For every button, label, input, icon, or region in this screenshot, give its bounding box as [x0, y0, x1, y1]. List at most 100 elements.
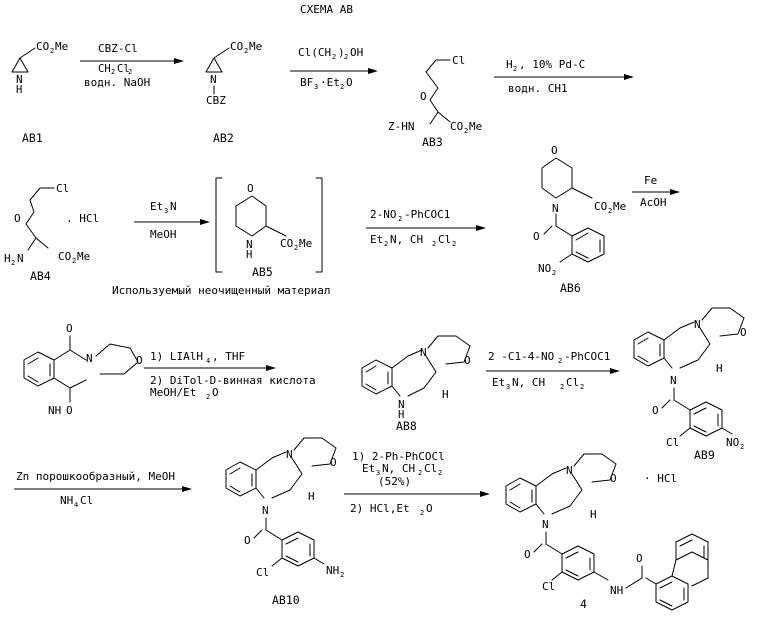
- arrow-5: 2-NO 2 -PhCOC1 Et 2 N, CH 2 Cl 2: [366, 208, 486, 248]
- svg-text:Z-HN: Z-HN: [388, 120, 415, 133]
- svg-text:O: O: [136, 354, 143, 367]
- svg-text:2: 2: [420, 509, 424, 517]
- svg-text:3: 3: [164, 207, 168, 215]
- label-ab2: AB2: [213, 131, 234, 145]
- structure-ab4: Cl O H 2 N CO 2 Me . HCl: [4, 182, 99, 267]
- svg-text:4: 4: [74, 501, 78, 509]
- svg-text:2: 2: [398, 215, 402, 223]
- svg-text:O: O: [346, 76, 353, 89]
- svg-text:1) LIAlH: 1) LIAlH: [150, 350, 203, 363]
- svg-text:Cl: Cl: [80, 494, 93, 507]
- svg-text:Cl: Cl: [452, 54, 465, 67]
- svg-text:2: 2: [552, 269, 556, 277]
- svg-text:Me: Me: [55, 40, 68, 53]
- svg-text:CO: CO: [230, 40, 243, 53]
- svg-text:Cl: Cl: [566, 376, 579, 389]
- svg-text:Cl: Cl: [424, 462, 437, 475]
- svg-text:(52%): (52%): [378, 475, 411, 488]
- svg-text:N, CH: N, CH: [390, 233, 423, 246]
- arrow-7: 1) LIAlH 4 , THF 2) DiTol-D-винная кисло…: [144, 350, 316, 401]
- svg-text:N: N: [552, 202, 559, 215]
- svg-text:H: H: [716, 362, 723, 375]
- svg-text:N: N: [210, 73, 217, 86]
- svg-text:CBZ: CBZ: [206, 94, 226, 107]
- arrow-4: Et 3 N MeOH: [134, 200, 210, 241]
- svg-text:OH: OH: [350, 46, 363, 59]
- label-ab1: AB1: [22, 131, 43, 145]
- svg-text:2: 2: [244, 47, 248, 55]
- svg-text:O: O: [66, 322, 73, 335]
- svg-text:N: N: [262, 504, 269, 517]
- svg-text:CO: CO: [58, 250, 71, 263]
- svg-text:H: H: [590, 508, 597, 521]
- svg-text:водн. NaOH: водн. NaOH: [84, 76, 150, 89]
- svg-text:O: O: [330, 456, 337, 469]
- svg-text:N: N: [420, 346, 427, 359]
- svg-text:CBZ-Cl: CBZ-Cl: [98, 42, 138, 55]
- arrow-2: Cl(CH 2 ) 2 OH BF 3 ·Et 2 O: [290, 46, 378, 91]
- svg-text:4: 4: [206, 357, 210, 365]
- svg-text:NO: NO: [726, 436, 739, 449]
- svg-text:2: 2: [418, 469, 422, 477]
- svg-text:Cl: Cl: [56, 182, 69, 195]
- label-ab10: AB10: [272, 593, 300, 607]
- svg-text:Me: Me: [299, 237, 312, 250]
- svg-text:O: O: [420, 90, 427, 103]
- svg-text:Et: Et: [370, 233, 383, 246]
- svg-text:2: 2: [452, 240, 456, 248]
- svg-text:N, CH: N, CH: [512, 376, 545, 389]
- svg-text:2: 2: [72, 257, 76, 265]
- svg-text:Et: Et: [492, 376, 505, 389]
- svg-text:O: O: [652, 404, 659, 417]
- svg-text:2) HCl,Et: 2) HCl,Et: [350, 502, 410, 515]
- svg-text:NH: NH: [610, 584, 623, 597]
- label-ab8: AB8: [396, 419, 417, 433]
- svg-text:Me: Me: [469, 120, 482, 133]
- label-ab5: AB5: [252, 265, 273, 279]
- svg-text:Me: Me: [249, 40, 262, 53]
- svg-text:O: O: [426, 502, 433, 515]
- svg-text:2: 2: [513, 65, 517, 73]
- svg-text:CH: CH: [98, 63, 111, 75]
- svg-text:O: O: [636, 552, 643, 565]
- svg-text:NH: NH: [60, 494, 73, 507]
- svg-text:NO: NO: [538, 262, 551, 275]
- svg-text:O: O: [740, 326, 747, 339]
- svg-text:· HCl: · HCl: [644, 472, 677, 485]
- arrow-6: Fe AcOH: [632, 174, 680, 209]
- svg-text:-PhCOC1: -PhCOC1: [564, 350, 610, 363]
- svg-text:Zn порошкообразный, MeOH: Zn порошкообразный, MeOH: [16, 470, 175, 483]
- structure-ab6: O N CO 2 Me O NO 2: [533, 144, 626, 277]
- arrow-9: Zn порошкообразный, MeOH NH 4 Cl: [14, 470, 192, 509]
- svg-text:BF: BF: [300, 76, 313, 89]
- svg-text:O: O: [551, 144, 558, 157]
- svg-text:N: N: [670, 374, 677, 387]
- label-ab3: AB3: [422, 135, 443, 149]
- crude-material-note: Используемый неочищенный материал: [112, 284, 331, 297]
- svg-text:MeOH: MeOH: [150, 228, 177, 241]
- svg-text:N: N: [86, 352, 93, 365]
- svg-text:N, CH: N, CH: [382, 462, 415, 475]
- svg-text:2: 2: [384, 240, 388, 248]
- svg-text:O: O: [524, 548, 531, 561]
- structure-ab3: Cl O Z-HN CO 2 Me O: [388, 54, 482, 135]
- svg-text:CO: CO: [594, 200, 607, 213]
- svg-text:O: O: [533, 230, 540, 243]
- svg-text:3: 3: [506, 383, 510, 391]
- svg-text:Et: Et: [150, 200, 163, 213]
- svg-text:3: 3: [314, 83, 318, 91]
- svg-text:2: 2: [340, 571, 344, 579]
- svg-text:O: O: [247, 182, 254, 195]
- structure-ab9: N O N H O Cl NO 2: [634, 308, 747, 451]
- svg-text:2: 2: [558, 357, 562, 365]
- svg-text:Et: Et: [362, 462, 375, 475]
- svg-text:MeOH/Et: MeOH/Et: [150, 386, 196, 399]
- label-ab9: AB9: [694, 448, 715, 462]
- structure-compound-4: N O N H · HCl O Cl NH O: [506, 454, 708, 610]
- svg-text:2: 2: [560, 383, 564, 391]
- svg-text:N: N: [694, 318, 701, 331]
- svg-text:N: N: [566, 464, 573, 477]
- arrow-3: H 2 , 10% Pd-C водн. CH1: [494, 58, 634, 95]
- svg-text:O: O: [244, 534, 251, 547]
